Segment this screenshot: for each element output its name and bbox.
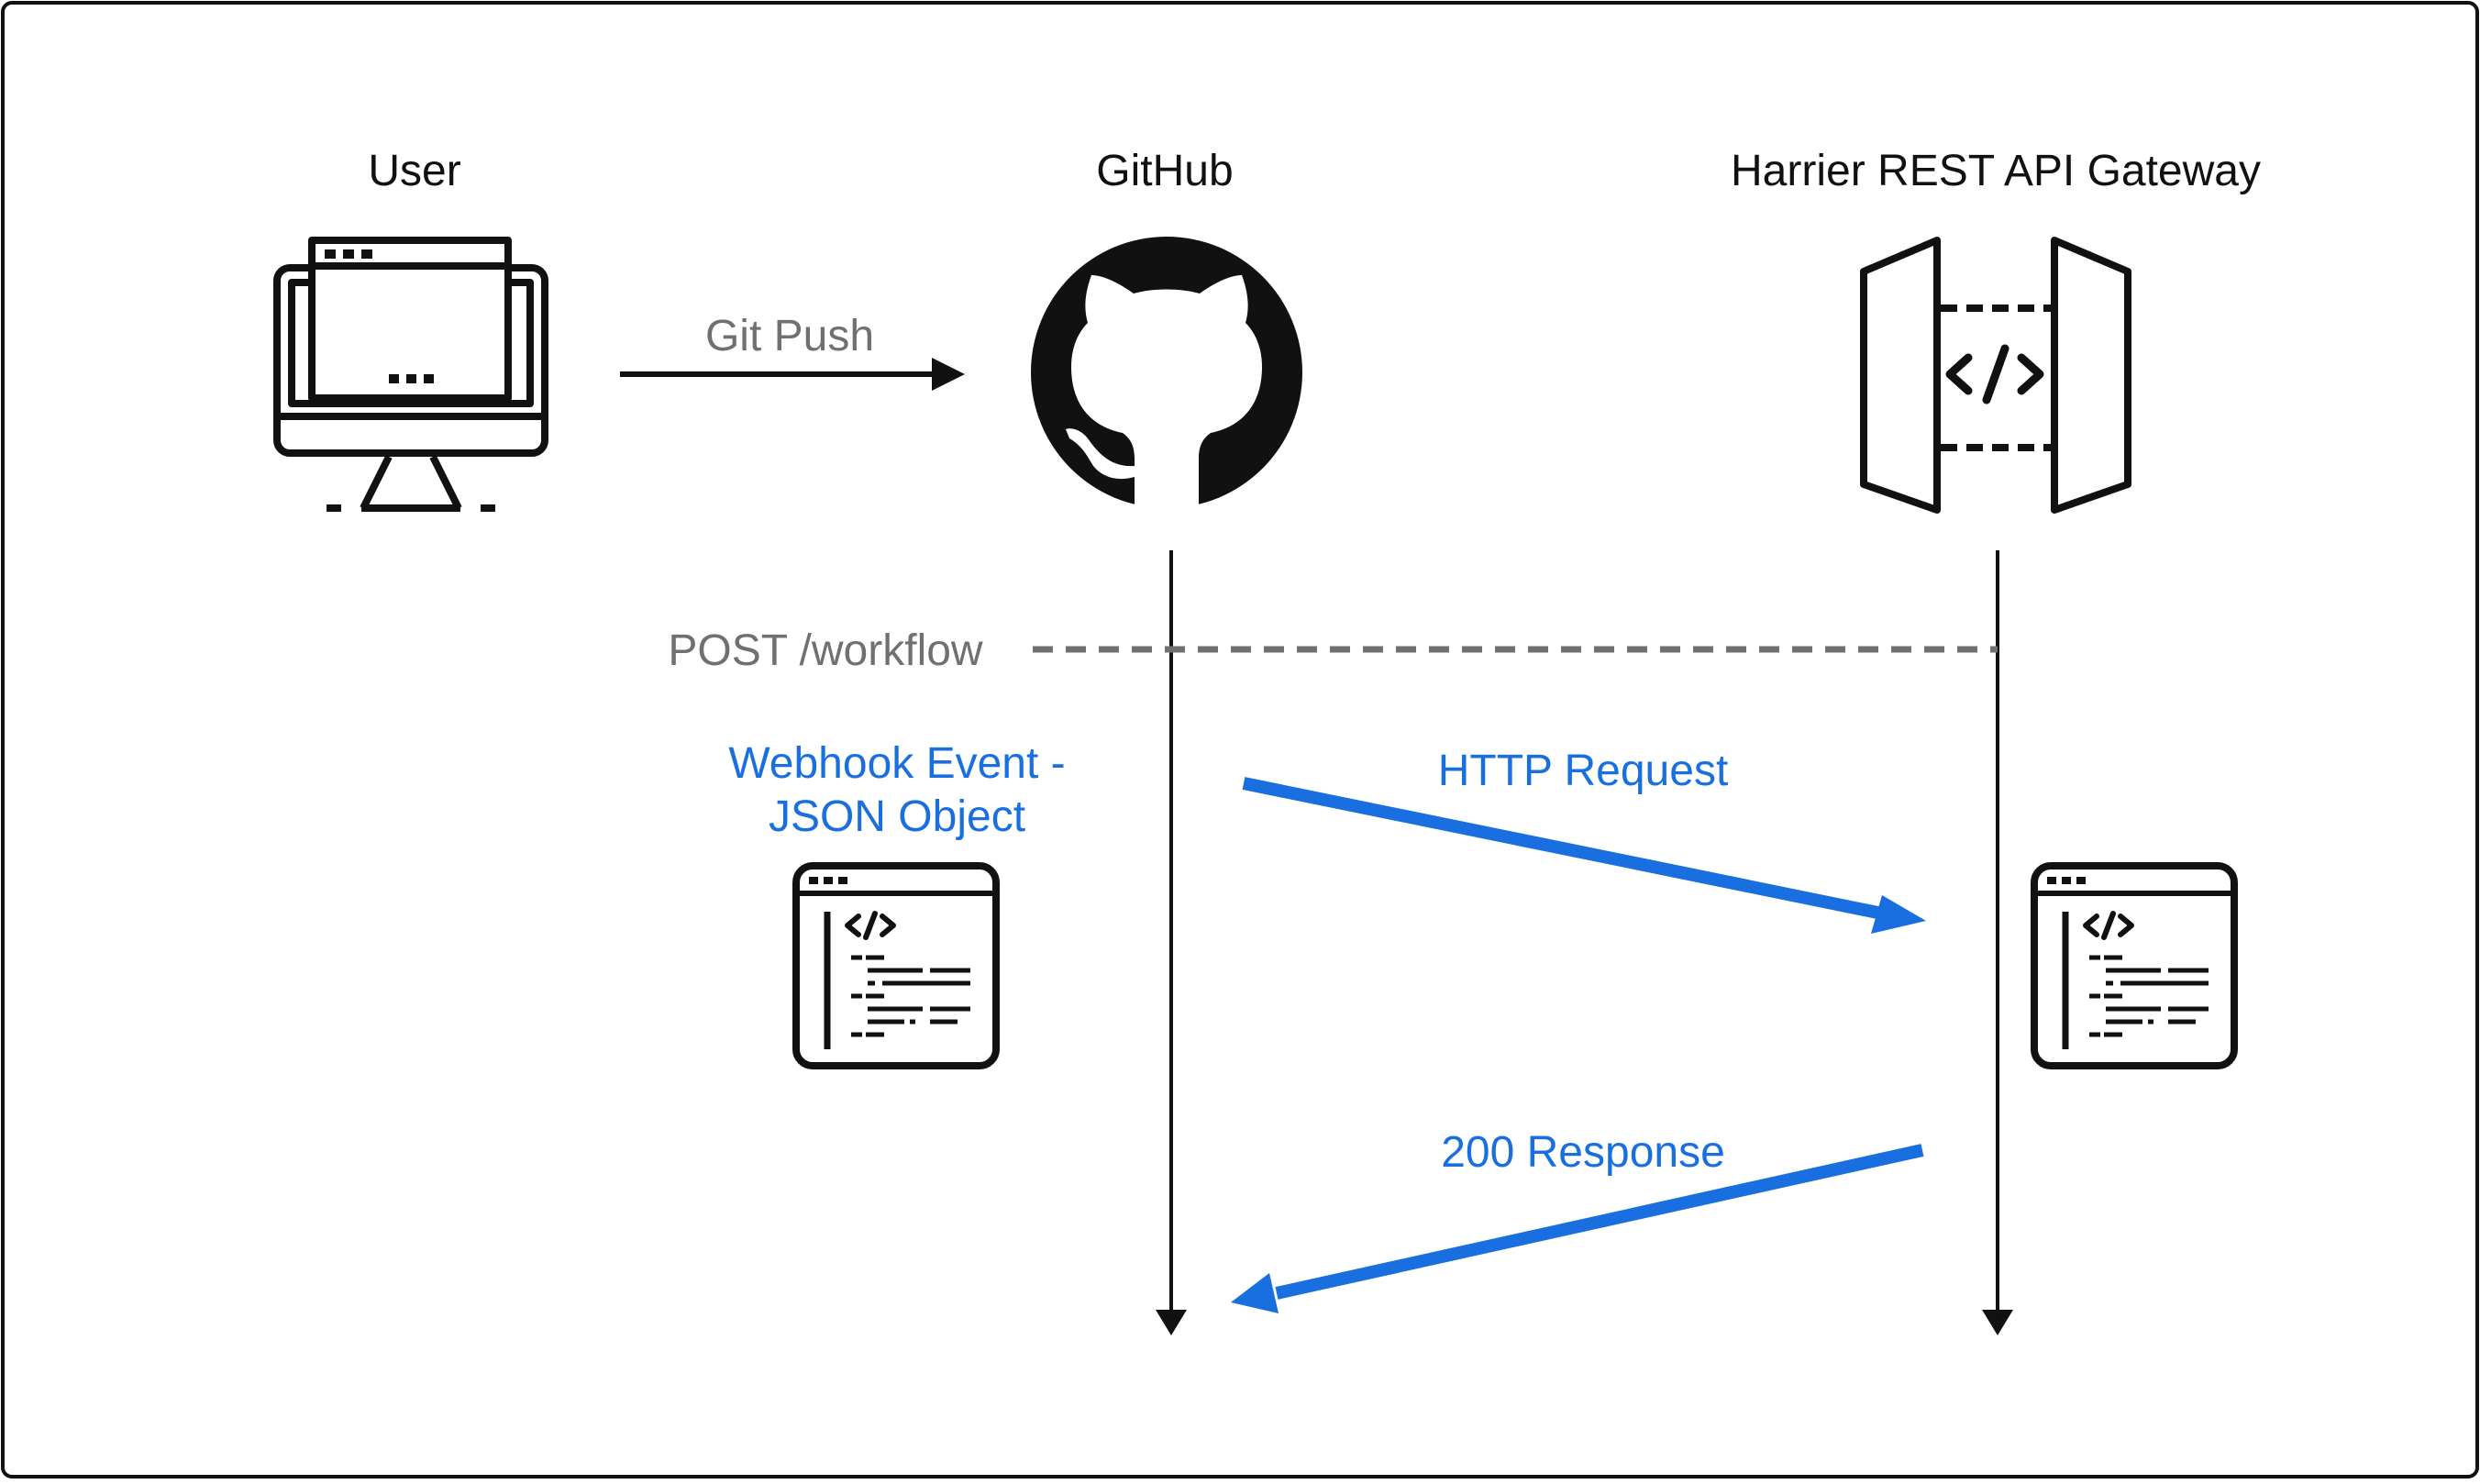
webhook-label-line1: Webhook Event - bbox=[728, 739, 1065, 788]
actor-title-user: User bbox=[368, 147, 460, 195]
response-200-arrow-line bbox=[1275, 1144, 1924, 1300]
http-request-arrow-line bbox=[1242, 777, 1893, 922]
github-lifeline-arrowhead bbox=[1156, 1310, 1187, 1335]
response-200-label: 200 Response bbox=[1441, 1128, 1725, 1177]
git-push-label: Git Push bbox=[705, 312, 874, 360]
actor-title-github: GitHub bbox=[1096, 147, 1233, 195]
code-window-icon bbox=[796, 866, 996, 1066]
response-200-arrowhead bbox=[1231, 1273, 1279, 1313]
actor-title-gateway: Harrier REST API Gateway bbox=[1731, 147, 2261, 195]
webhook-label-line2: JSON Object bbox=[769, 792, 1025, 841]
github-octocat-icon bbox=[1031, 237, 1302, 515]
http-request-arrowhead bbox=[1871, 895, 1926, 934]
git-push-arrowhead bbox=[932, 358, 965, 391]
http-request-label: HTTP Request bbox=[1438, 747, 1729, 795]
code-window-icon bbox=[2034, 866, 2234, 1066]
gateway-lifeline-arrowhead bbox=[1982, 1310, 2013, 1335]
post-workflow-label: POST /workflow bbox=[668, 626, 983, 675]
desktop-monitor-icon bbox=[273, 237, 548, 512]
api-gateway-icon bbox=[1860, 237, 2131, 514]
